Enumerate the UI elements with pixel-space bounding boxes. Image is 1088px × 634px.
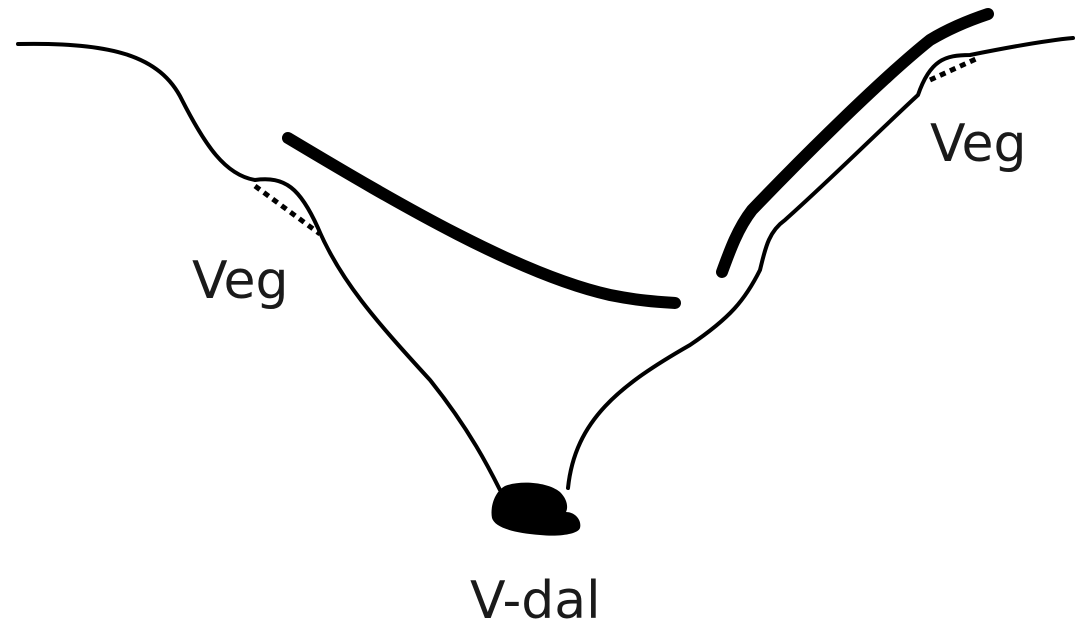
label-left-veg: Veg <box>192 251 289 311</box>
label-valley-bottom: V-dal <box>470 571 601 631</box>
left-road-dotted <box>253 183 322 237</box>
left-terrain-profile <box>16 41 502 492</box>
left-thick-curve <box>282 132 681 309</box>
right-thick-line <box>716 8 994 278</box>
valley-bottom-blob <box>491 482 581 536</box>
label-right-veg: Veg <box>930 114 1027 174</box>
right-valley-side-profile <box>566 36 1075 490</box>
right-road-dotted <box>928 55 980 83</box>
